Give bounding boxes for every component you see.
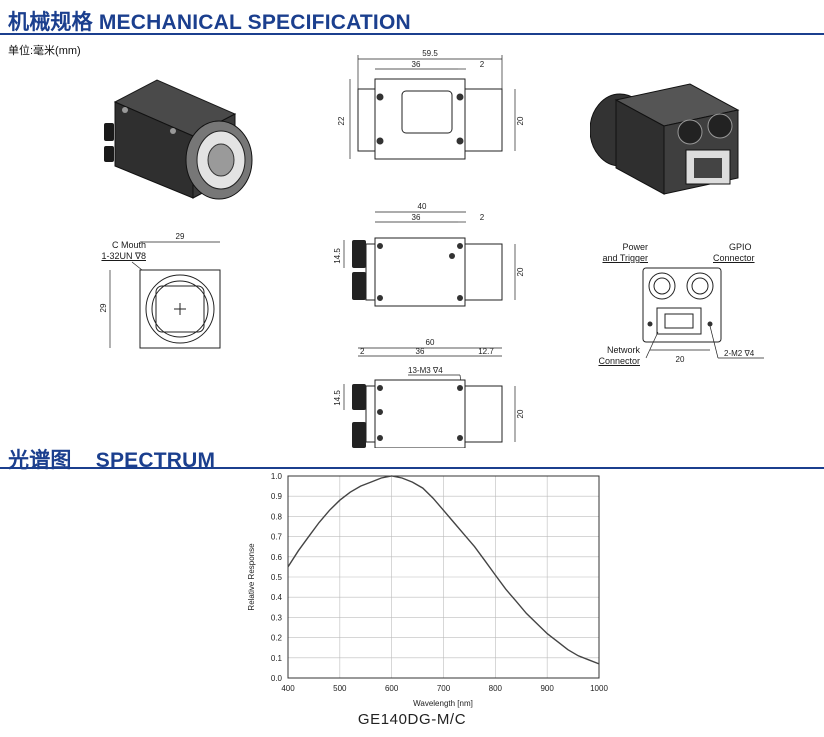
side-body-dim: 36 (412, 213, 421, 222)
side-height-left-dim: 14.5 (333, 248, 342, 264)
y-tick-label-5: 0.5 (271, 573, 283, 582)
side-connector-2 (104, 146, 114, 162)
series-line-relative-response (287, 475, 600, 665)
x-tick-label-2: 600 (385, 684, 399, 693)
x-tick-label-3: 700 (437, 684, 451, 693)
power-label-line2: and Trigger (602, 253, 648, 263)
x-tick-labels: 400 500 600 700 800 900 1000 (281, 684, 608, 693)
mechanical-section-title: 机械规格 MECHANICAL SPECIFICATION (8, 11, 411, 34)
mechanical-title-rule (0, 33, 824, 35)
y-tick-label-0: 0.0 (271, 674, 283, 683)
x-tick-label-6: 1000 (590, 684, 608, 693)
rear-width-dim: 20 (676, 355, 685, 364)
chart-grid (287, 475, 600, 679)
gpio-connector-label: GPIO Connector (713, 242, 783, 264)
front-view-drawing: 29 29 (99, 232, 221, 349)
x-tick-label-1: 500 (333, 684, 347, 693)
y-axis-label: Relative Response (247, 543, 256, 611)
camera-iso-front-view (104, 79, 253, 200)
side-view-drawing: 40 36 2 14.5 20 (333, 202, 525, 307)
mount-label: C Mouth 1-32UN ∇8 (96, 240, 146, 262)
rj45-port (656, 307, 702, 335)
y-tick-label-8: 0.8 (271, 512, 283, 521)
side-overall-dim: 40 (418, 202, 427, 211)
front-width-dim: 29 (176, 232, 185, 241)
network-connector-label: Network Connector (588, 345, 640, 367)
gpio-connector-iso (707, 113, 733, 139)
side-connector-b (352, 272, 366, 300)
top-overall-dim: 59.5 (422, 49, 438, 58)
bottom-connector-b (352, 422, 366, 448)
side-connector-a (352, 240, 366, 268)
side-flange-dim: 2 (480, 213, 485, 222)
unit-note: 单位:毫米(mm) (8, 45, 81, 57)
side-connector-1 (104, 123, 114, 141)
bottom-flange-dim: 2 (360, 347, 365, 356)
mount-label-line2: 1-32UN ∇8 (101, 251, 146, 261)
rear-view-drawing: 20 2-M2 ∇4 (642, 267, 764, 364)
gpio-label-line2: Connector (713, 253, 755, 263)
x-tick-label-4: 800 (489, 684, 503, 693)
spectrum-chart: 0.0 0.1 0.2 0.3 0.4 0.5 0.6 0.7 0.8 0.9 1.0 400 500… (247, 472, 608, 708)
chart-caption-model: GE140DG-M/C (357, 711, 467, 728)
bottom-body-dim: 36 (416, 347, 425, 356)
power-connector (648, 272, 676, 300)
power-trigger-label: Power and Trigger (584, 242, 648, 264)
y-tick-label-2: 0.2 (271, 634, 283, 643)
front-height-dim: 29 (99, 303, 108, 312)
top-height-right-dim: 20 (516, 116, 525, 125)
bottom-overall-dim: 60 (426, 338, 435, 347)
bottom-hole-note: 13-M3 ∇4 (408, 366, 443, 375)
y-tick-label-10: 1.0 (271, 472, 283, 481)
y-tick-label-3: 0.3 (271, 613, 283, 622)
plot-frame (287, 475, 600, 679)
rear-hole-note: 2-M2 ∇4 (724, 349, 755, 358)
bottom-height-left-dim: 14.5 (333, 390, 342, 406)
top-flange-dim: 2 (480, 60, 485, 69)
mount-label-line1: C Mouth (111, 240, 146, 250)
top-view-drawing: 59.5 36 2 22 20 (337, 49, 525, 160)
network-label-line1: Network (606, 345, 640, 355)
y-tick-label-4: 0.4 (271, 593, 283, 602)
bottom-height-right-dim: 20 (516, 409, 525, 418)
x-tick-label-5: 900 (540, 684, 554, 693)
side-height-right-dim: 20 (516, 267, 525, 276)
y-tick-label-9: 0.9 (271, 492, 283, 501)
x-tick-label-0: 400 (281, 684, 295, 693)
top-height-left-dim: 22 (337, 116, 346, 125)
y-tick-label-1: 0.1 (271, 654, 283, 663)
gpio-connector (686, 272, 714, 300)
y-tick-label-7: 0.7 (271, 533, 283, 542)
spectrum-section-title: 光谱图 SPECTRUM (8, 449, 216, 472)
camera-iso-rear-view (590, 83, 740, 195)
bottom-connector-a (352, 384, 366, 410)
gpio-label-line1: GPIO (729, 242, 752, 252)
network-label-line2: Connector (598, 356, 640, 366)
top-body-dim: 36 (412, 60, 421, 69)
y-tick-labels: 0.0 0.1 0.2 0.3 0.4 0.5 0.6 0.7 0.8 0.9 1.0 (271, 472, 283, 683)
y-tick-label-6: 0.6 (271, 553, 283, 562)
bottom-view-drawing: 60 2 36 12.7 13-M3 ∇4 14.5 20 (333, 338, 525, 448)
power-label-line1: Power (622, 242, 648, 252)
power-connector-iso (677, 119, 703, 145)
spectrum-title-rule (0, 467, 824, 469)
x-axis-label: Wavelength [nm] (413, 699, 473, 708)
bottom-tail-dim: 12.7 (478, 347, 494, 356)
